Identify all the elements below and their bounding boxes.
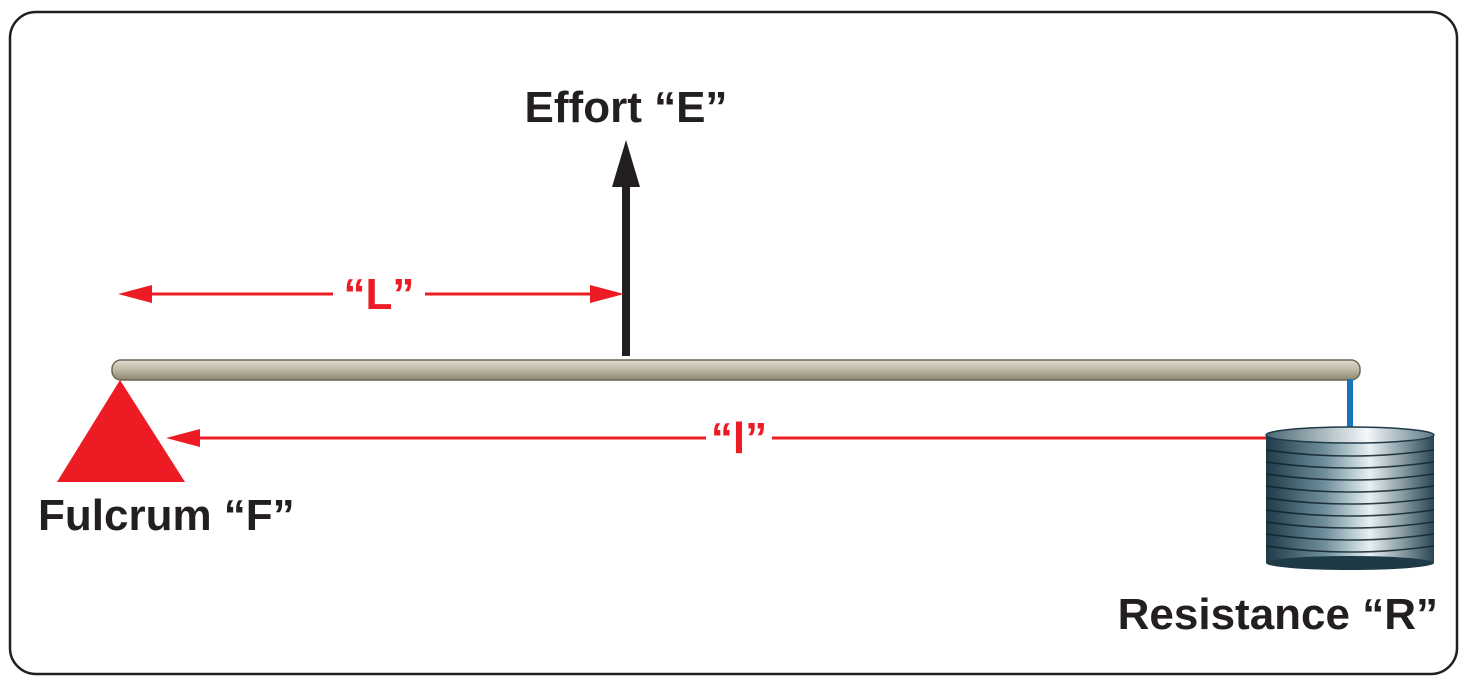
effort-arm-arrow: [118, 285, 624, 303]
effort-label: Effort “E”: [525, 83, 728, 132]
fulcrum-label: Fulcrum “F”: [38, 491, 295, 540]
resistance-arm-label: “l”: [711, 414, 767, 463]
diagram-frame: [8, 10, 1459, 676]
hanger-rod: [1347, 379, 1353, 431]
resistance-weight: [1265, 426, 1435, 570]
fulcrum-triangle: [57, 380, 185, 482]
resistance-label: Resistance “R”: [1118, 590, 1438, 639]
effort-arrow: [612, 140, 640, 356]
lever-bar: [111, 359, 1361, 381]
effort-arm-label: “L”: [344, 270, 415, 319]
